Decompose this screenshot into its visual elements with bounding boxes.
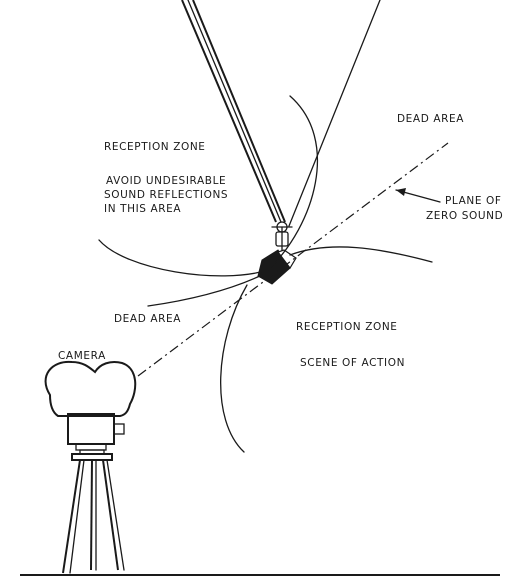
suspension-line [288,0,381,227]
avoid-line1-label: AVOID UNDESIRABLE [106,175,226,187]
avoid-line3-label: IN THIS AREA [104,203,181,215]
reception-zone-bottom-label: RECEPTION ZONE [296,321,398,333]
tripod-icon [62,459,125,574]
reception-zone-curve-upper [98,95,319,277]
dead-area-curve-left [147,274,263,307]
dead-area-left-label: DEAD AREA [114,313,181,325]
plane-of-zero-sound-line [137,142,449,377]
dead-area-top-label: DEAD AREA [397,113,464,125]
camera-icon [44,360,137,461]
scene-of-action-label: SCENE OF ACTION [300,357,405,369]
plane-pointer-arrow [395,188,441,203]
avoid-line2-label: SOUND REFLECTIONS [104,189,228,201]
microphone-boom [181,0,286,223]
microphone-mount [271,221,293,253]
camera-label: CAMERA [58,350,106,362]
plane-of-label: PLANE OF [445,195,502,207]
reception-zone-curve-right [289,246,433,263]
zero-sound-label: ZERO SOUND [426,210,503,222]
reception-zone-curve-lower [220,284,248,453]
reception-zone-top-label: RECEPTION ZONE [104,141,206,153]
